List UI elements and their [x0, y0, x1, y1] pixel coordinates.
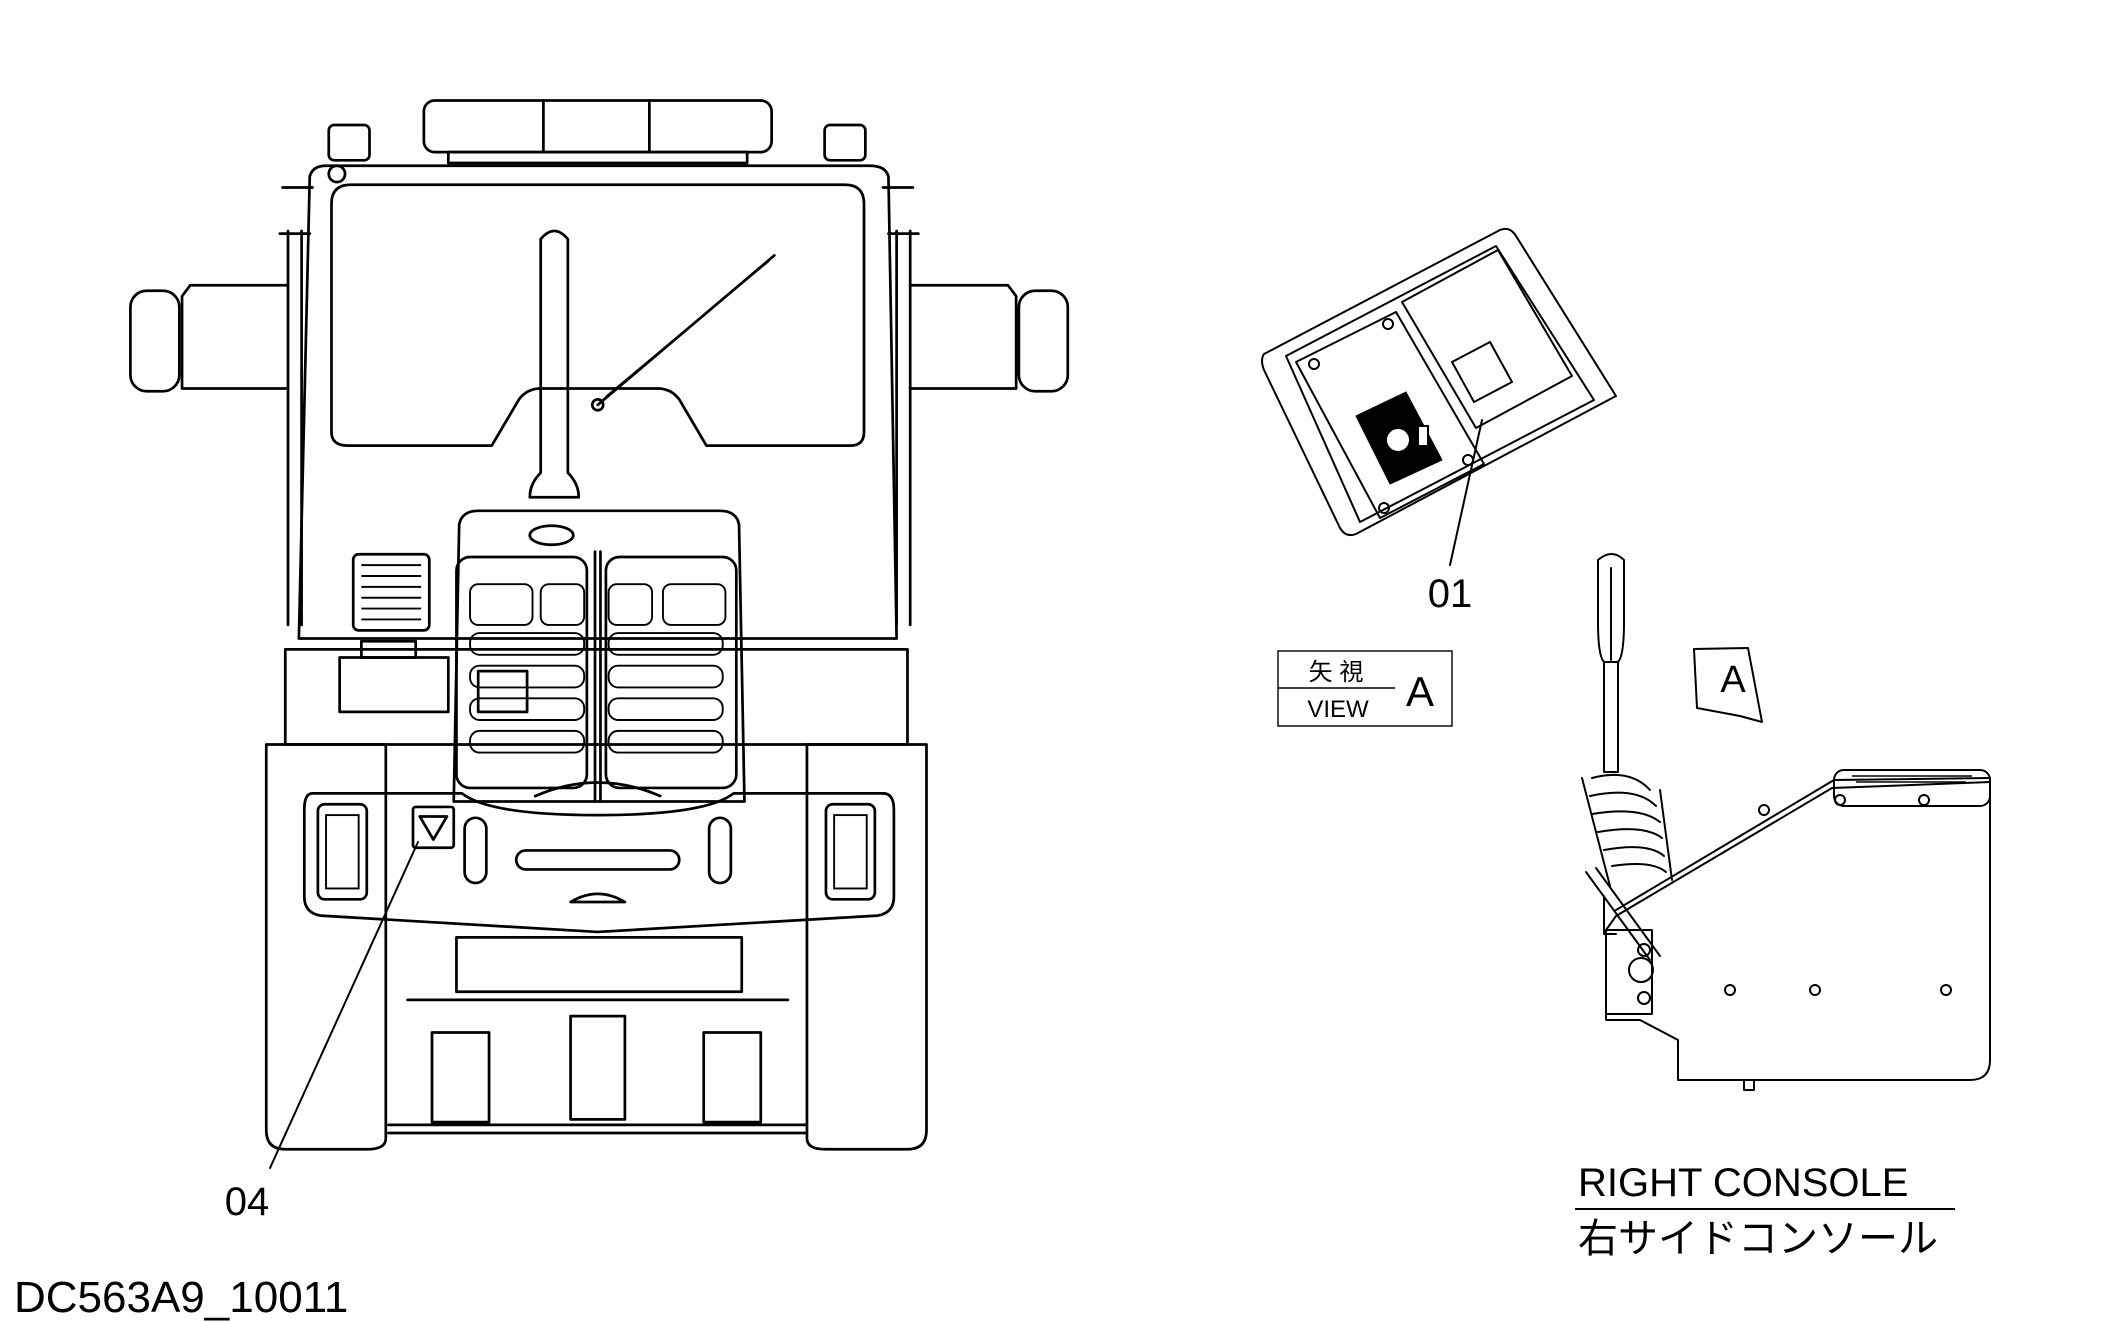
view-direction-arrow: [1693, 647, 1763, 723]
callout-04-leader: [269, 841, 419, 1169]
console-caption-english: RIGHT CONSOLE: [1578, 1161, 1908, 1205]
console-caption-japanese: 右サイドコンソール: [1578, 1217, 1938, 1261]
right-console-side-view: A: [1581, 553, 1991, 1091]
callout-01-leader: [1449, 419, 1483, 566]
view-direction-arrow-letter: A: [1720, 659, 1746, 701]
callout-01-label: 01: [1428, 572, 1473, 616]
view-a-label-box: 矢 視 VIEW A: [1277, 650, 1453, 727]
view-label-japanese: 矢 視: [1309, 659, 1364, 686]
view-label-letter: A: [1406, 668, 1434, 715]
machine-front-view: [129, 99, 1070, 1151]
drawing-number: DC563A9_10011: [14, 1273, 348, 1322]
console-panel-detail: [1261, 227, 1617, 537]
callout-04-label: 04: [225, 1180, 270, 1224]
view-label-english: VIEW: [1307, 696, 1369, 723]
